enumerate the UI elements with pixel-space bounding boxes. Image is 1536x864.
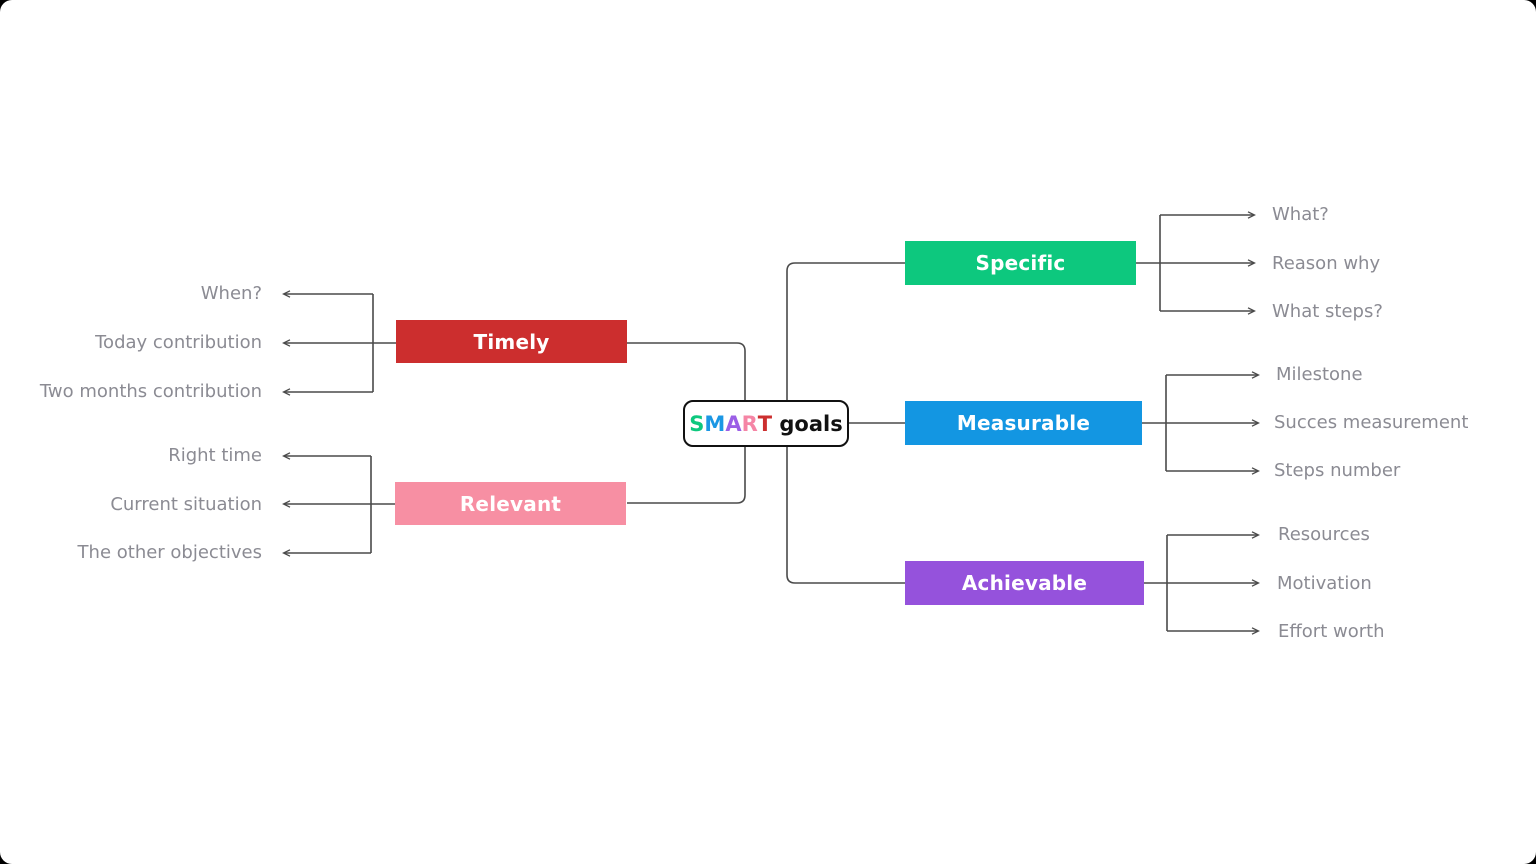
leaf-motivation[interactable]: Motivation bbox=[1277, 573, 1372, 594]
branch-node-specific[interactable]: Specific bbox=[905, 241, 1136, 285]
branch-node-measurable[interactable]: Measurable bbox=[905, 401, 1142, 445]
leaf-reason-why[interactable]: Reason why bbox=[1272, 253, 1381, 274]
leaf-right-time[interactable]: Right time bbox=[168, 445, 262, 466]
word-goals: goals bbox=[772, 411, 843, 436]
center-node-smart-goals[interactable]: S M A R T goals bbox=[683, 400, 849, 447]
leaf-the-other-objectives[interactable]: The other objectives bbox=[77, 542, 262, 563]
leaf-effort-worth[interactable]: Effort worth bbox=[1278, 621, 1385, 642]
letter-a: A bbox=[725, 411, 742, 436]
leaf-steps-number[interactable]: Steps number bbox=[1274, 460, 1401, 481]
leaf-what-steps[interactable]: What steps? bbox=[1272, 301, 1383, 322]
leaf-resources[interactable]: Resources bbox=[1278, 524, 1370, 545]
leaf-when[interactable]: When? bbox=[200, 283, 262, 304]
leaf-current-situation[interactable]: Current situation bbox=[110, 494, 262, 515]
leaf-what[interactable]: What? bbox=[1272, 204, 1329, 225]
leaf-two-months-contribution[interactable]: Two months contribution bbox=[39, 381, 262, 402]
branch-node-relevant[interactable]: Relevant bbox=[395, 482, 626, 525]
leaf-succes-measurement[interactable]: Succes measurement bbox=[1274, 412, 1469, 433]
branch-node-timely[interactable]: Timely bbox=[396, 320, 627, 363]
letter-m: M bbox=[704, 411, 726, 436]
letter-t: T bbox=[757, 411, 773, 436]
leaf-today-contribution[interactable]: Today contribution bbox=[95, 332, 262, 353]
branch-node-achievable[interactable]: Achievable bbox=[905, 561, 1144, 605]
leaf-milestone[interactable]: Milestone bbox=[1276, 364, 1363, 385]
letter-r: R bbox=[741, 411, 758, 436]
letter-s: S bbox=[689, 411, 705, 436]
